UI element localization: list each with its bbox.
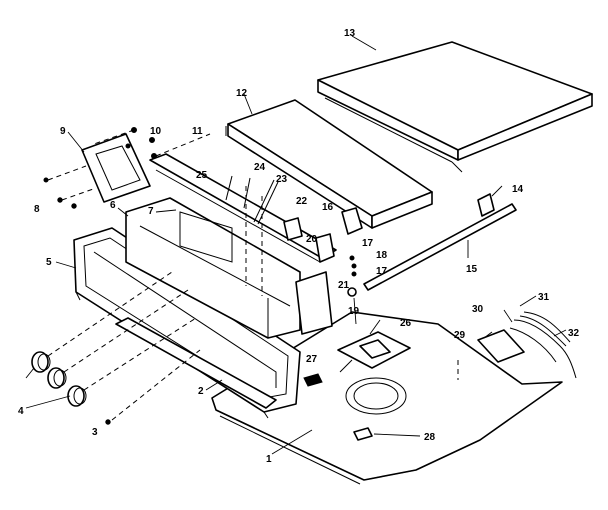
callout-19: 19 [348, 306, 360, 317]
part-20-switch [315, 233, 335, 263]
callout-7: 7 [148, 206, 154, 217]
part-9-display-bracket [81, 133, 151, 203]
callout-29: 29 [454, 330, 466, 341]
part-23-harness [253, 179, 279, 225]
callout-11: 11 [192, 126, 203, 137]
callout-2: 2 [198, 386, 204, 397]
part-2-lower-trim [115, 317, 277, 409]
callout-labels: 1 2 3 4 5 6 7 8 9 10 11 12 13 14 15 16 1… [18, 28, 580, 465]
callout-17b: 17 [376, 266, 388, 277]
part-13-top-cover [317, 41, 593, 173]
part-25-wire [225, 175, 233, 201]
part-28-foot [353, 427, 373, 441]
part-16-relay [341, 207, 363, 235]
callout-17a: 17 [362, 238, 374, 249]
part-12-upper-cover [225, 99, 433, 229]
callout-14: 14 [512, 184, 524, 195]
callout-24: 24 [254, 162, 266, 173]
callout-16: 16 [322, 202, 334, 213]
callout-9: 9 [60, 126, 66, 137]
callout-21: 21 [338, 280, 350, 291]
callout-30: 30 [472, 304, 484, 315]
part-4-knobs [31, 351, 87, 407]
part-15-rail [363, 203, 517, 291]
callout-18: 18 [376, 250, 388, 261]
screws-10 [125, 127, 157, 159]
callout-28: 28 [424, 432, 436, 443]
callout-6: 6 [110, 200, 116, 211]
part-27-terminal [303, 373, 323, 387]
part-7-inner-frame [125, 197, 301, 339]
part-19-grommet [347, 287, 357, 297]
part-22-switch [283, 217, 303, 241]
callout-3: 3 [92, 427, 98, 438]
leader-lines [25, 35, 567, 455]
callout-20: 20 [306, 234, 318, 245]
screws-8 [43, 177, 77, 209]
part-21-bracket [295, 271, 333, 335]
part-29-terminal-block [477, 329, 525, 363]
callout-12: 12 [236, 88, 248, 99]
callout-25: 25 [196, 170, 208, 181]
callout-5: 5 [46, 257, 52, 268]
part-14-clip [477, 193, 495, 217]
callout-27: 27 [306, 354, 318, 365]
callout-32: 32 [568, 328, 580, 339]
callout-4: 4 [18, 406, 24, 417]
part-5-front-bezel [73, 227, 301, 419]
callout-8: 8 [34, 204, 40, 215]
callout-15: 15 [466, 264, 478, 275]
part-31-32-power-cord [509, 311, 577, 379]
callout-23: 23 [276, 174, 288, 185]
callout-26: 26 [400, 318, 412, 329]
callout-1: 1 [266, 454, 272, 465]
callout-10: 10 [150, 126, 162, 137]
callout-13: 13 [344, 28, 356, 39]
part-3-screw [105, 419, 111, 425]
assembly-lines [47, 129, 459, 421]
part-26-transformer [337, 331, 411, 369]
callout-31: 31 [538, 292, 550, 303]
part-24-wire [243, 177, 251, 209]
callout-22: 22 [296, 196, 308, 207]
part-17-18-fasteners [349, 255, 357, 277]
